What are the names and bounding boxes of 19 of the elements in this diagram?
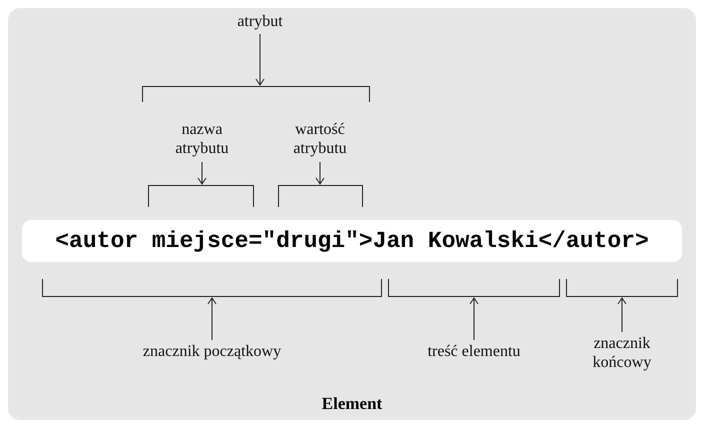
annotation-label: znacznik początkowy [132,342,292,362]
annotation-label: treść elementu [409,342,539,362]
arrow [316,162,324,184]
annotation-label: znacznik końcowy [582,334,662,374]
arrow [470,298,478,340]
bracket [278,185,363,207]
bracket [148,185,254,207]
arrow [198,162,206,184]
bracket [566,279,678,297]
arrow [618,298,626,332]
bracket [388,279,560,297]
arrow [208,298,216,340]
annotation-label: nazwa atrybutu [160,120,244,160]
bracket [42,279,382,297]
arrow [256,34,264,86]
annotation-label: wartość atrybutu [278,120,362,160]
annotation-label: atrybut [215,12,305,32]
caption: Element [320,394,384,414]
bracket [142,86,370,102]
